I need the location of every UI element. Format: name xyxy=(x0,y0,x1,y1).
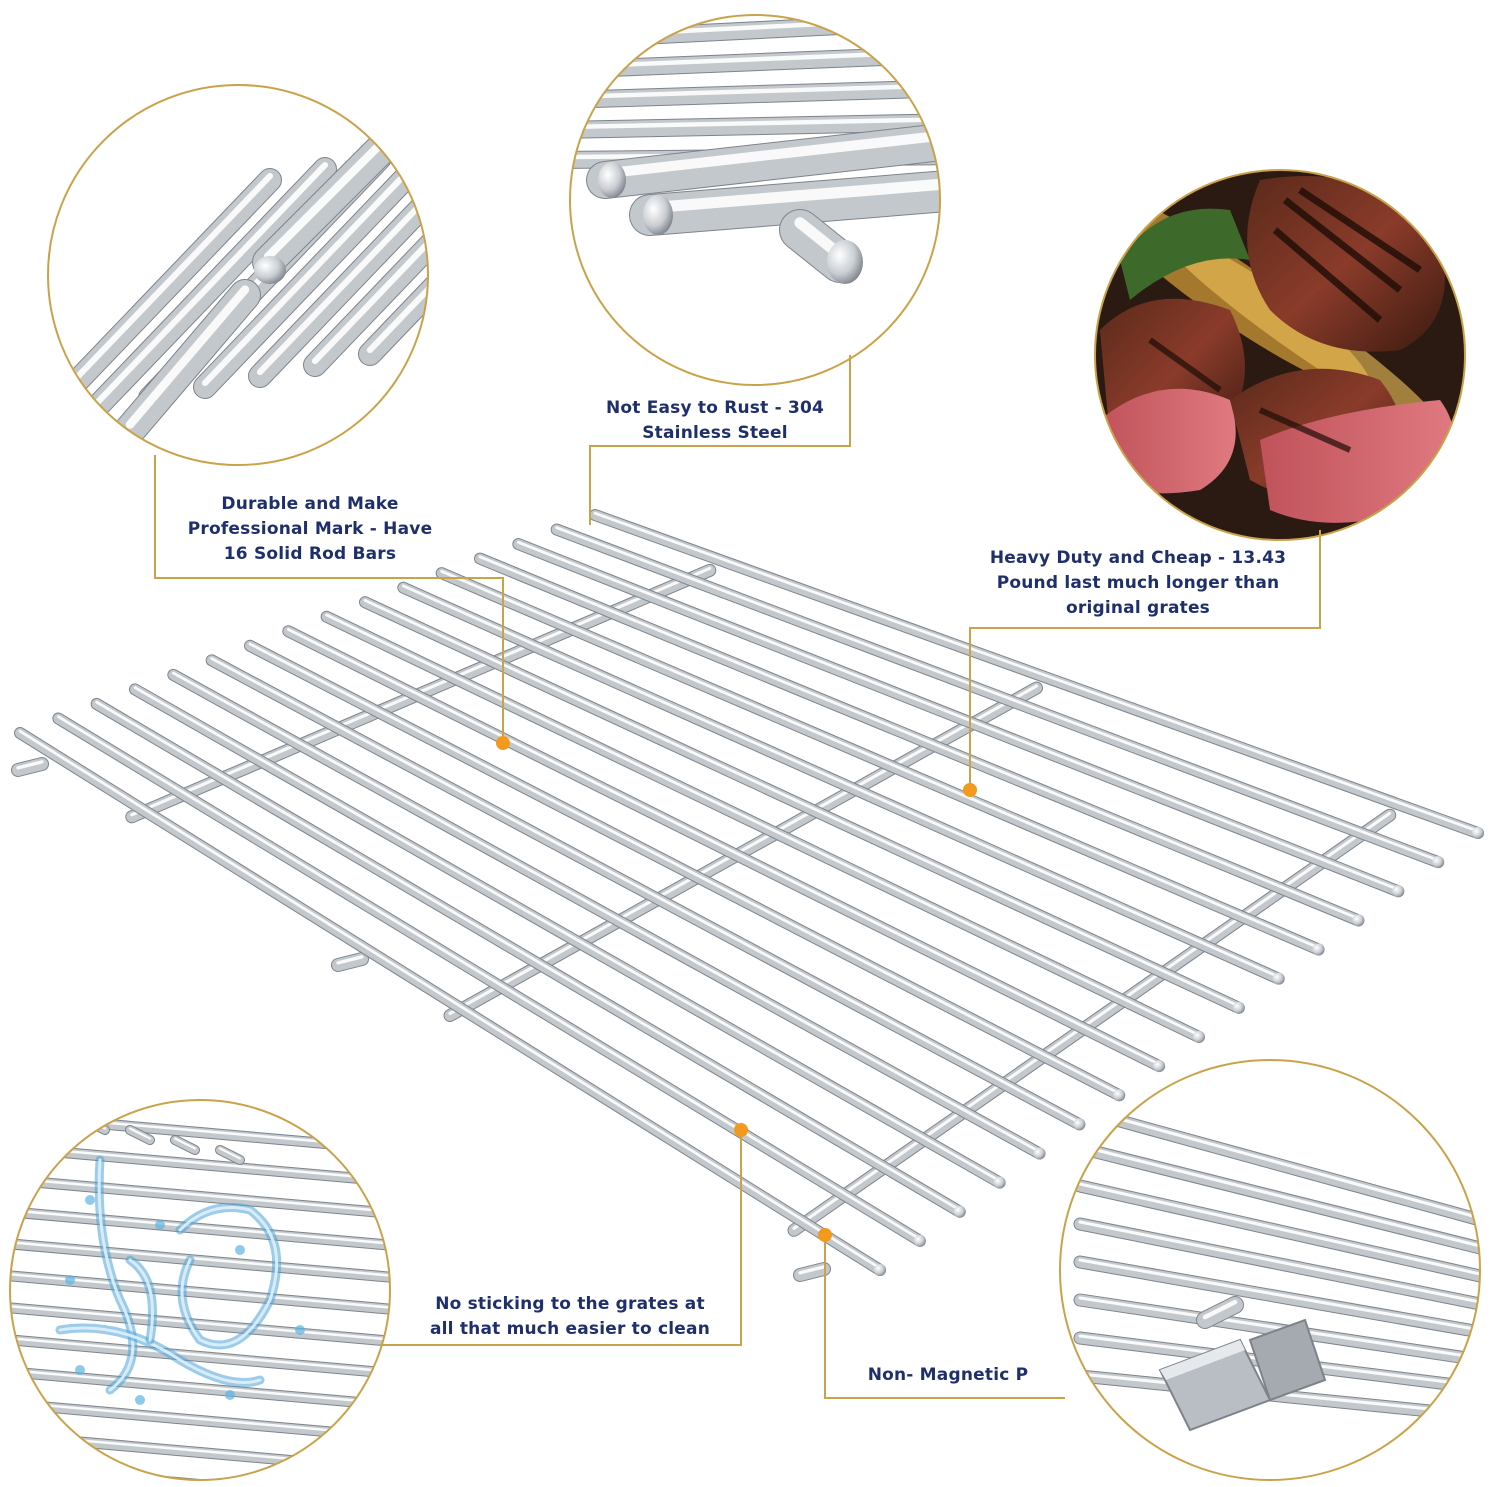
grate-rod-end xyxy=(1232,1001,1245,1014)
detail-circle-rust xyxy=(569,14,941,386)
water-drop xyxy=(135,1395,145,1405)
water-drop xyxy=(225,1390,235,1400)
callout-durable-line3: 16 Solid Rod Bars xyxy=(223,544,397,564)
closeup-crossbar xyxy=(35,1105,65,1125)
grate-rod-end xyxy=(1432,856,1445,869)
callout-rust: Not Easy to Rust - 304 Stainless Steel xyxy=(585,396,845,446)
callout-lines xyxy=(154,355,1321,1399)
water-drop xyxy=(65,1275,75,1285)
grate-rod-end xyxy=(1073,1118,1086,1131)
detail-circle-solid-rods xyxy=(47,84,429,466)
callout-sticking-line1: No sticking to the grates at xyxy=(435,1294,705,1314)
detail-circle-non-magnetic xyxy=(1059,1059,1481,1481)
callout-durable-line1: Durable and Make xyxy=(221,494,399,514)
grate-rod-end xyxy=(1192,1030,1205,1043)
callout-dots xyxy=(496,736,977,1242)
callout-no-sticking: No sticking to the grates at all that mu… xyxy=(400,1292,740,1342)
water-drop xyxy=(85,1195,95,1205)
water-drop xyxy=(75,1365,85,1375)
grate-rod-end xyxy=(913,1234,926,1247)
grate-rod-end xyxy=(953,1205,966,1218)
grate-rod-end xyxy=(1392,885,1405,898)
callout-heavy-line2: Pound last much longer than xyxy=(996,573,1280,593)
water-drop xyxy=(295,1325,305,1335)
callout-heavy-duty: Heavy Duty and Cheap - 13.43 Pound last … xyxy=(968,546,1308,621)
grate-rod-end xyxy=(1113,1089,1126,1102)
callout-heavy-line3: original grates xyxy=(1065,598,1210,618)
grate-rod-end xyxy=(1312,943,1325,956)
callout-durable: Durable and Make Professional Mark - Hav… xyxy=(150,492,470,567)
water-drop xyxy=(235,1245,245,1255)
detail-circle-steak xyxy=(1094,169,1466,541)
water-drop xyxy=(155,1220,165,1230)
callout-sticking-line2: all that much easier to clean xyxy=(429,1319,711,1339)
callout-heavy-line1: Heavy Duty and Cheap - 13.43 xyxy=(989,548,1287,568)
rod-cross-section xyxy=(254,256,286,284)
grate-rods xyxy=(14,509,1484,1276)
callout-rust-line1: Not Easy to Rust - 304 xyxy=(605,398,825,418)
detail-circle-easy-clean xyxy=(9,1099,391,1481)
callout-magnetic-line1: Non- Magnetic P xyxy=(867,1365,1029,1385)
grate-rod-end xyxy=(1352,914,1365,927)
grate-rod-end xyxy=(874,1264,886,1276)
callout-non-magnetic: Non- Magnetic P xyxy=(828,1363,1068,1388)
grate-rod-end xyxy=(1272,972,1285,985)
grate-rod-end xyxy=(1472,827,1484,839)
callout-rust-line2: Stainless Steel xyxy=(642,423,788,443)
magnet-block xyxy=(1248,1318,1327,1402)
callout-durable-line2: Professional Mark - Have xyxy=(187,519,433,539)
grate-rod-end xyxy=(993,1176,1006,1189)
grate-rod-end xyxy=(1033,1147,1046,1160)
grate-rod-end xyxy=(1153,1060,1166,1073)
